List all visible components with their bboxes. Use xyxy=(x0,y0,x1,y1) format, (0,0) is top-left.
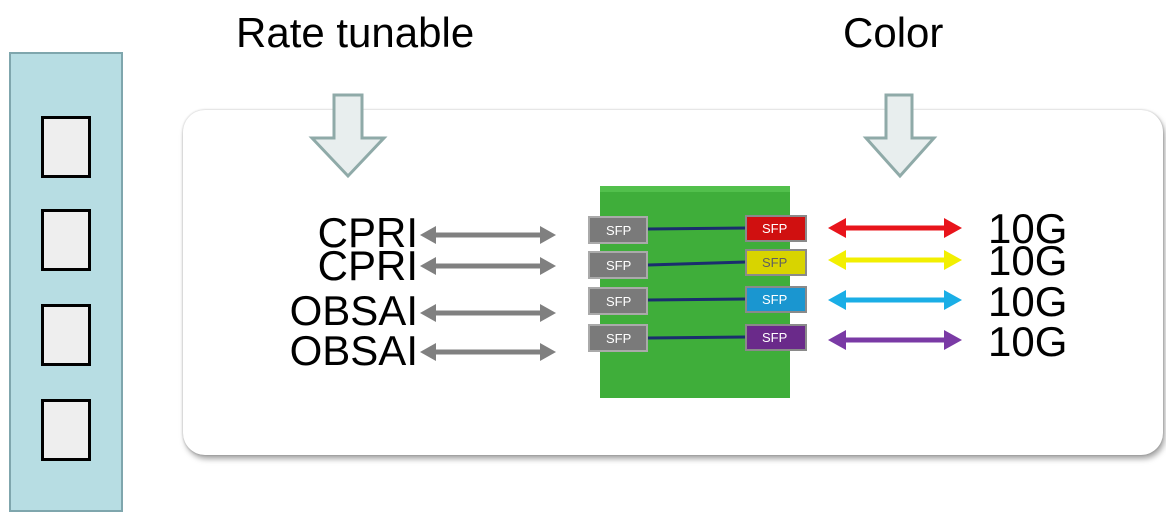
sfp-label: SFP xyxy=(762,255,787,270)
left-label: OBSAI xyxy=(289,287,418,334)
sfp-label: SFP xyxy=(606,258,631,273)
sfp-label: SFP xyxy=(606,331,631,346)
equipment-rack xyxy=(9,52,123,512)
rack-slot xyxy=(41,116,91,178)
rate-down-arrow-icon xyxy=(308,93,388,179)
left-label: OBSAI xyxy=(289,327,418,374)
right-label: 10G xyxy=(988,205,1068,252)
right-sfp-modules xyxy=(745,215,807,351)
color-heading: Color xyxy=(843,9,944,56)
rack-slot xyxy=(41,209,91,271)
sfp-label: SFP xyxy=(762,221,787,236)
sfp-label: SFP xyxy=(606,223,631,238)
left-label: CPRI xyxy=(317,242,418,289)
sfp-label: SFP xyxy=(762,292,787,307)
rack-slot xyxy=(41,399,91,461)
left-sfp-modules xyxy=(588,216,648,352)
left-label: CPRI xyxy=(317,209,418,256)
right-label: 10G xyxy=(988,237,1068,284)
right-label: 10G xyxy=(988,278,1068,325)
color-down-arrow-icon xyxy=(862,93,938,179)
rate-tunable-heading: Rate tunable xyxy=(236,9,475,56)
sfp-label: SFP xyxy=(762,330,787,345)
right-label: 10G xyxy=(988,318,1068,365)
rack-slot xyxy=(41,304,91,366)
sfp-label: SFP xyxy=(606,294,631,309)
